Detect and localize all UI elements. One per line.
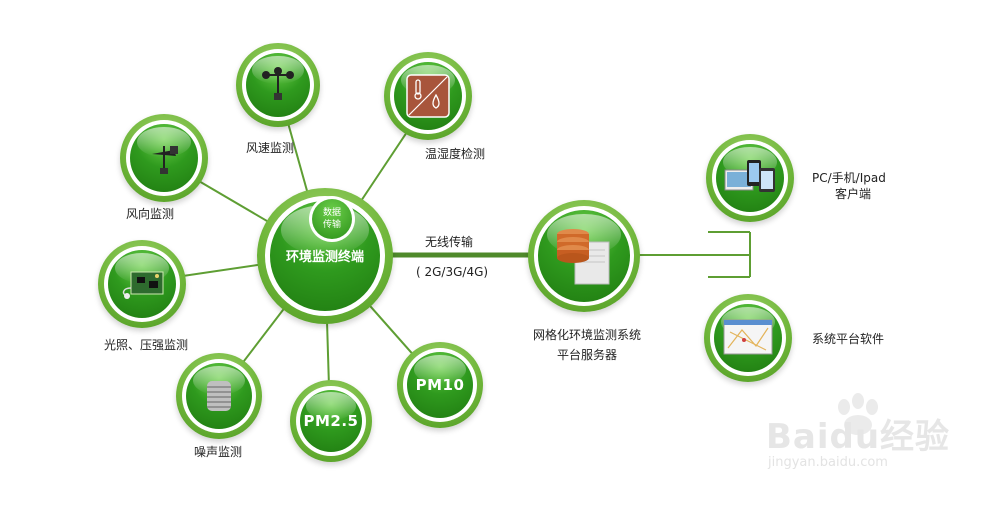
noise-label: 噪声监测: [194, 445, 243, 459]
server-label-line2: 平台服务器: [557, 348, 618, 362]
badge-line1: 数据: [322, 208, 341, 218]
circuit-board-icon: [122, 271, 164, 299]
client-devices-node: [706, 134, 794, 222]
hub-node: 数据 传输 环境监测终端: [257, 188, 393, 324]
noise-node: [176, 353, 262, 439]
light-pressure-node: [98, 240, 186, 328]
platform-software-node: [704, 294, 792, 382]
pm25-node: PM2.5: [290, 380, 372, 462]
anemometer-icon: [262, 67, 294, 100]
pm25-label: PM2.5: [303, 412, 359, 430]
watermark-url: jingyan.baidu.com: [768, 455, 888, 470]
temp-humidity-label: 温湿度检测: [425, 147, 486, 161]
light-pressure-label: 光照、压强监测: [104, 338, 189, 352]
data-transfer-badge: 数据 传输: [309, 196, 355, 242]
map-screen-icon: [723, 319, 773, 355]
wind-direction-node: [120, 114, 208, 202]
watermark-brand: Baidu经验: [766, 417, 951, 457]
link-protocol-label: ( 2G/3G/4G): [416, 265, 489, 279]
platform-software-label: 系统平台软件: [812, 332, 885, 346]
temp-humidity-node: [384, 52, 472, 140]
hub-label: 环境监测终端: [285, 250, 364, 265]
noise-sensor-icon: [207, 381, 231, 411]
pm10-label: PM10: [415, 376, 465, 394]
server-label-line1: 网格化环境监测系统: [533, 328, 642, 342]
database-server-icon: [557, 229, 610, 285]
badge-line2: 传输: [322, 220, 341, 230]
pm10-node: PM10: [397, 342, 483, 428]
baidu-jingyan-watermark: Baidu经验 jingyan.baidu.com: [758, 393, 958, 485]
wind-speed-label: 风速监测: [246, 141, 295, 155]
wind-direction-label: 风向监测: [126, 207, 175, 221]
server-node: [528, 200, 640, 312]
client-devices-label-line1: PC/手机/Ipad: [812, 171, 886, 185]
paw-logo-icon: [838, 393, 878, 435]
wind-vane-icon: [152, 146, 178, 174]
link-label: 无线传输: [425, 235, 474, 249]
wind-speed-node: [236, 43, 320, 127]
devices-icon: [724, 160, 775, 192]
client-devices-label-line2: 客户端: [835, 187, 872, 201]
thermometer-droplet-icon: [406, 74, 450, 118]
